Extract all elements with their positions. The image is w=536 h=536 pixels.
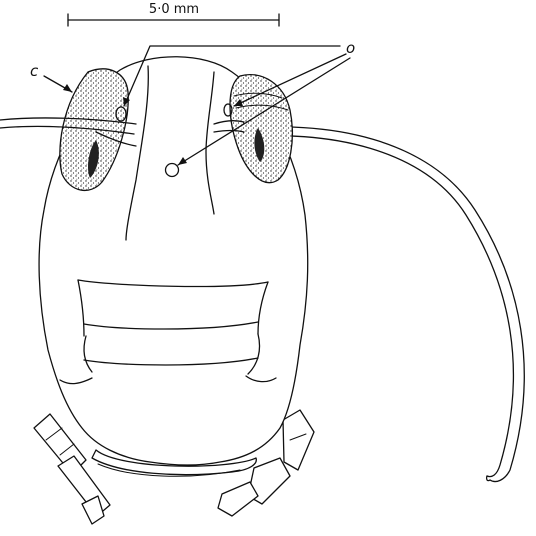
compound-eye-label-text: c — [30, 62, 39, 80]
scale-bar: 5·0 mm — [68, 2, 279, 26]
ocelli-label-text: o — [346, 39, 355, 57]
scale-bar-label: 5·0 mm — [149, 2, 199, 17]
compound-eye-label: c — [30, 62, 72, 92]
